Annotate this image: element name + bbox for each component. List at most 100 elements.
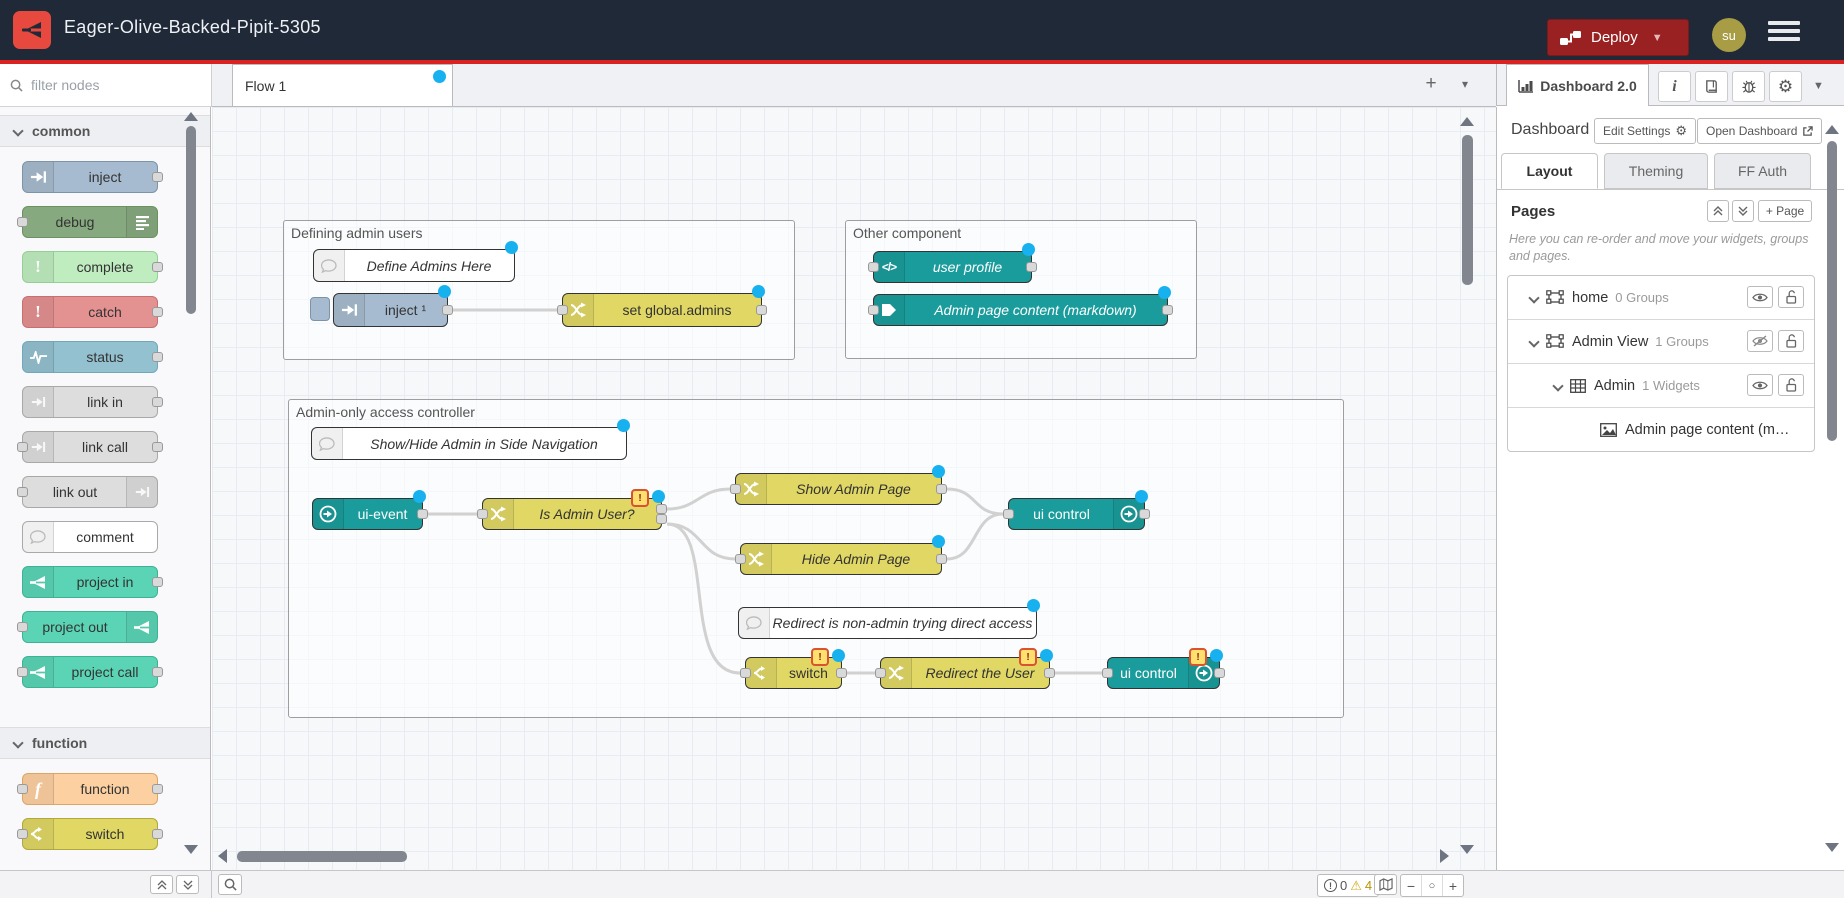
sidebar-scrollbar[interactable] (1827, 141, 1837, 441)
canvas-hscrollbar[interactable] (237, 851, 407, 862)
input-port[interactable] (477, 509, 488, 519)
input-port[interactable] (735, 554, 746, 564)
canvas-scroll-down-icon[interactable] (1460, 845, 1474, 854)
palette-node-project-out[interactable]: project out (22, 611, 158, 643)
open-dashboard-button[interactable]: Open Dashboard (1697, 118, 1822, 144)
input-port[interactable] (557, 305, 568, 315)
flow-canvas[interactable]: Defining admin usersOther componentAdmin… (212, 107, 1496, 870)
tab-ff-auth[interactable]: FF Auth (1714, 153, 1811, 189)
input-port[interactable] (17, 667, 28, 677)
tab-help-book-icon[interactable] (1695, 71, 1728, 102)
zoom-out-button[interactable]: − (1401, 875, 1421, 896)
tab-layout[interactable]: Layout (1501, 153, 1598, 189)
tree-row-widget-admin-page-content[interactable]: Admin page content (m… (1508, 408, 1814, 451)
output-port[interactable] (836, 668, 847, 678)
flow-list-caret-icon[interactable]: ▾ (1452, 70, 1478, 98)
notifications-summary[interactable]: ! 0 ⚠ 4 (1317, 874, 1379, 897)
tree-row-page-home[interactable]: home0 Groups (1508, 276, 1814, 320)
output-port[interactable] (1214, 668, 1225, 678)
deploy-button[interactable]: Deploy ▼ (1547, 19, 1689, 56)
output-port[interactable] (152, 442, 163, 452)
sidebar-menu-caret-icon[interactable]: ▼ (1813, 80, 1824, 92)
zoom-in-button[interactable]: + (1442, 875, 1463, 896)
node-user-profile[interactable]: </>user profile (873, 251, 1032, 283)
lock-button-unlock-icon[interactable] (1778, 374, 1804, 396)
node-comment-define-admins[interactable]: Define Admins Here (313, 249, 515, 282)
edit-settings-button[interactable]: Edit Settings⚙ (1594, 118, 1696, 144)
node-show-admin-page[interactable]: Show Admin Page (735, 473, 942, 505)
node-inject-1[interactable]: inject ¹ (333, 293, 448, 327)
minimap-button[interactable] (1374, 874, 1397, 895)
canvas-scroll-left-icon[interactable] (218, 849, 227, 863)
palette-node-switch[interactable]: switch (22, 818, 158, 850)
tab-debug-bug-icon[interactable] (1732, 71, 1765, 102)
palette-node-link-in[interactable]: link in (22, 386, 158, 418)
palette-node-link-call[interactable]: link call (22, 431, 158, 463)
input-port[interactable] (1102, 668, 1113, 678)
tree-row-page-admin-view[interactable]: Admin View1 Groups (1508, 320, 1814, 364)
canvas-scroll-right-icon[interactable] (1440, 849, 1449, 863)
palette-collapse-all-button[interactable] (150, 875, 173, 894)
output-port[interactable] (152, 577, 163, 587)
palette-node-project-call[interactable]: project call (22, 656, 158, 688)
node-switch-node[interactable]: switch! (745, 657, 842, 689)
palette-node-catch[interactable]: !catch (22, 296, 158, 328)
node-admin-page-content[interactable]: Admin page content (markdown) (873, 294, 1168, 326)
input-port[interactable] (868, 262, 879, 272)
input-port[interactable] (1003, 509, 1014, 519)
output-port[interactable] (152, 352, 163, 362)
output-port[interactable] (152, 667, 163, 677)
palette-node-project-in[interactable]: project in (22, 566, 158, 598)
input-port[interactable] (17, 784, 28, 794)
tab-theming[interactable]: Theming (1604, 153, 1708, 189)
input-port[interactable] (17, 622, 28, 632)
output-port[interactable] (152, 784, 163, 794)
chevron-down-icon[interactable] (1552, 380, 1563, 391)
group-defining-admin-users[interactable]: Defining admin users (283, 220, 795, 360)
input-port[interactable] (868, 305, 879, 315)
canvas-vscrollbar[interactable] (1462, 135, 1473, 285)
input-port[interactable] (740, 668, 751, 678)
node-hide-admin-page[interactable]: Hide Admin Page (740, 543, 942, 575)
palette-node-status[interactable]: status (22, 341, 158, 373)
add-page-button[interactable]: + Page (1758, 200, 1812, 222)
lock-button-unlock-icon[interactable] (1778, 286, 1804, 308)
tab-flow-1[interactable]: Flow 1 (232, 64, 453, 106)
node-ui-control-bottom[interactable]: ui control! (1107, 657, 1220, 689)
inject-trigger-button[interactable] (310, 297, 330, 321)
palette-scroll-down-icon[interactable] (184, 845, 198, 854)
visibility-button-eye-off-icon[interactable] (1747, 330, 1773, 352)
palette-scrollbar[interactable] (186, 126, 196, 314)
output-port[interactable] (1026, 262, 1037, 272)
zoom-reset-button[interactable]: ○ (1421, 875, 1442, 896)
tab-config-gear-icon[interactable]: ⚙ (1769, 71, 1802, 102)
output-port[interactable] (1139, 509, 1150, 519)
output-port-2[interactable] (656, 514, 667, 524)
palette-scroll-up-icon[interactable] (184, 112, 198, 121)
node-comment-show-hide[interactable]: Show/Hide Admin in Side Navigation (311, 427, 627, 460)
node-is-admin-user[interactable]: Is Admin User?! (482, 498, 662, 530)
palette-category-common[interactable]: common (0, 115, 210, 147)
main-menu-icon[interactable] (1768, 21, 1800, 41)
output-port[interactable] (417, 509, 428, 519)
output-port[interactable] (152, 307, 163, 317)
palette-node-inject[interactable]: inject (22, 161, 158, 193)
output-port[interactable] (152, 262, 163, 272)
output-port[interactable] (936, 554, 947, 564)
node-comment-redirect[interactable]: Redirect is non-admin trying direct acce… (738, 607, 1037, 639)
output-port-1[interactable] (656, 504, 667, 514)
input-port[interactable] (875, 668, 886, 678)
tab-dashboard-2[interactable]: Dashboard 2.0 (1506, 64, 1649, 106)
input-port[interactable] (17, 487, 28, 497)
palette-expand-all-button[interactable] (176, 875, 199, 894)
filter-nodes-input[interactable] (29, 76, 183, 94)
chevron-down-icon[interactable] (1528, 292, 1539, 303)
palette-node-comment[interactable]: comment (22, 521, 158, 553)
input-port[interactable] (17, 217, 28, 227)
lock-button-unlock-icon[interactable] (1778, 330, 1804, 352)
palette-node-debug[interactable]: debug (22, 206, 158, 238)
output-port[interactable] (152, 829, 163, 839)
visibility-button-eye-icon[interactable] (1747, 286, 1773, 308)
input-port[interactable] (17, 442, 28, 452)
output-port[interactable] (1162, 305, 1173, 315)
